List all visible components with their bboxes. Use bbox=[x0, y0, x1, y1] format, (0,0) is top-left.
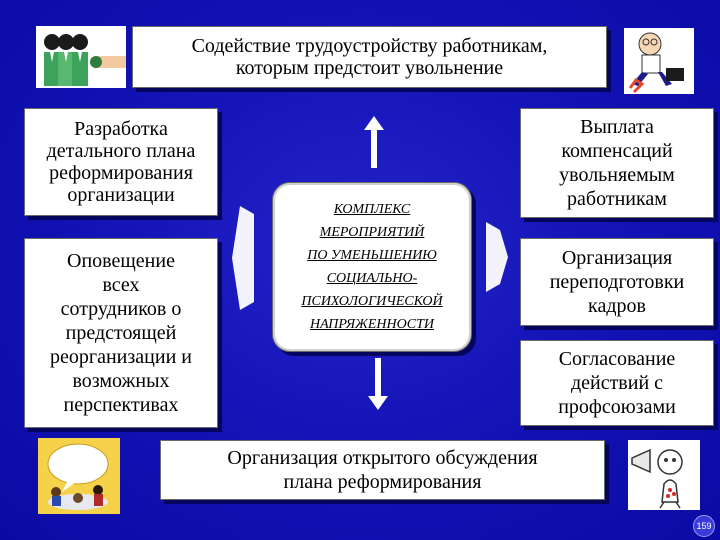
arrow-up-icon bbox=[364, 116, 384, 168]
compensation-box: Выплата компенсаций увольняемым работник… bbox=[520, 108, 714, 218]
walking-man-briefcase-icon bbox=[624, 28, 694, 94]
trade-union-box: Согласование действий с профсоюзами bbox=[520, 340, 714, 426]
arrow-left-icon bbox=[232, 206, 254, 310]
title-box: Содействие трудоустройству работникам, к… bbox=[132, 26, 607, 88]
staff-notification-box: Оповещение всех сотрудников о предстояще… bbox=[24, 238, 218, 428]
trade-union-label: Согласование действий с профсоюзами bbox=[558, 348, 676, 418]
open-discussion-box: Организация открытого обсуждения плана р… bbox=[160, 440, 605, 500]
center-measures-box: КОМПЛЕКС МЕРОПРИЯТИЙ ПО УМЕНЬШЕНИЮ СОЦИА… bbox=[272, 182, 472, 352]
megaphone-character-icon bbox=[628, 440, 700, 510]
arrow-down-icon bbox=[368, 358, 388, 410]
open-discussion-label: Организация открытого обсуждения плана р… bbox=[227, 447, 538, 493]
meeting-speech-bubble-icon bbox=[38, 438, 120, 514]
page-number-badge: 159 bbox=[693, 515, 715, 537]
retraining-label: Организация переподготовки кадров bbox=[549, 247, 685, 317]
arrow-right-icon bbox=[486, 222, 508, 292]
center-measures-label: КОМПЛЕКС МЕРОПРИЯТИЙ ПО УМЕНЬШЕНИЮ СОЦИА… bbox=[301, 202, 443, 332]
retraining-box: Организация переподготовки кадров bbox=[520, 238, 714, 326]
plan-development-box: Разработка детального плана реформирован… bbox=[24, 108, 218, 216]
staff-notification-label: Оповещение всех сотрудников о предстояще… bbox=[50, 250, 192, 416]
slide-title: Содействие трудоустройству работникам, к… bbox=[191, 35, 548, 79]
compensation-label: Выплата компенсаций увольняемым работник… bbox=[559, 116, 675, 210]
business-people-icon bbox=[36, 26, 126, 88]
plan-development-label: Разработка детального плана реформирован… bbox=[46, 118, 196, 206]
